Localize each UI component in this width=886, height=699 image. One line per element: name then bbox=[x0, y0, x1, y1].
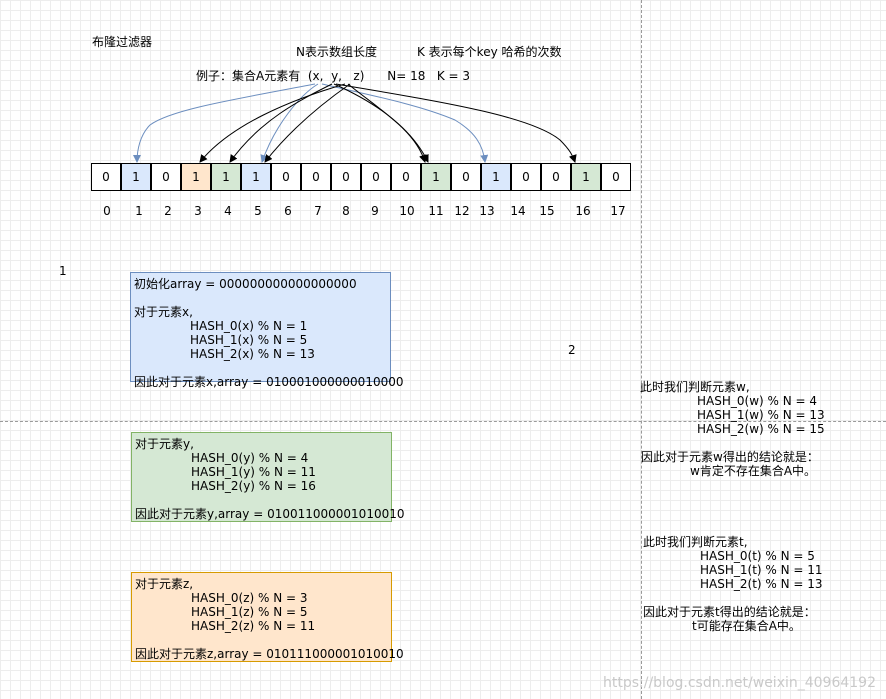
bit-index-12: 12 bbox=[454, 204, 470, 218]
note_w-line-2: HASH_1(w) % N = 13 bbox=[697, 408, 825, 422]
note_w-line-6: w肯定不存在集合A中。 bbox=[690, 464, 817, 478]
note_w-line-1: HASH_0(w) % N = 4 bbox=[697, 394, 818, 408]
box_y-line-0: 对于元素y, bbox=[135, 437, 194, 451]
bit-cell-11: 1 bbox=[421, 163, 451, 191]
watermark: https://blog.csdn.net/weixin_40964192 bbox=[602, 675, 876, 691]
box_x-line-4: HASH_1(x) % N = 5 bbox=[190, 333, 308, 347]
box_x-line-5: HASH_2(x) % N = 13 bbox=[190, 347, 315, 361]
box_x-line-3: HASH_0(x) % N = 1 bbox=[190, 319, 308, 333]
arrow-z-to-11 bbox=[347, 83, 427, 163]
box_x-line-0: 初始化array = 000000000000000000 bbox=[134, 277, 357, 291]
page-break-vertical bbox=[641, 0, 642, 699]
note_t-line-1: HASH_0(t) % N = 5 bbox=[700, 549, 815, 563]
box_y-line-1: HASH_0(y) % N = 4 bbox=[191, 451, 309, 465]
arrow-z-to-3 bbox=[199, 83, 346, 163]
diagram-title: 布隆过滤器 bbox=[92, 35, 153, 49]
note_w-line-0: 此时我们判断元素w, bbox=[640, 380, 750, 394]
bit-index-17: 17 bbox=[610, 204, 626, 218]
arrow-x-to-5 bbox=[260, 83, 319, 163]
bit-cell-8: 0 bbox=[331, 163, 361, 191]
legend-k: K 表示每个key 哈希的次数 bbox=[417, 45, 562, 59]
box_y-line-2: HASH_1(y) % N = 11 bbox=[191, 465, 316, 479]
bit-index-1: 1 bbox=[135, 204, 143, 218]
bit-cell-15: 0 bbox=[541, 163, 571, 191]
example-text: 例子：集合A元素有 (x, y, z) N= 18 K = 3 bbox=[196, 69, 471, 83]
bit-cell-4: 1 bbox=[211, 163, 241, 191]
note_t-line-2: HASH_1(t) % N = 11 bbox=[700, 563, 823, 577]
note_w-line-3: HASH_2(w) % N = 15 bbox=[697, 422, 825, 436]
arrow-x-to-1 bbox=[133, 83, 316, 163]
note_t-line-3: HASH_2(t) % N = 13 bbox=[700, 577, 823, 591]
box_z-line-0: 对于元素z, bbox=[135, 577, 194, 591]
bit-cell-7: 0 bbox=[301, 163, 331, 191]
bit-cell-17: 0 bbox=[601, 163, 631, 191]
note_t-line-0: 此时我们判断元素t, bbox=[643, 535, 748, 549]
bit-cell-10: 0 bbox=[391, 163, 421, 191]
bit-index-4: 4 bbox=[224, 204, 232, 218]
bit-cell-3: 1 bbox=[181, 163, 211, 191]
bit-cell-16: 1 bbox=[571, 163, 601, 191]
box_z-line-3: HASH_2(z) % N = 11 bbox=[191, 619, 316, 633]
box_y-line-5: 因此对于元素y,array = 010011000001010010 bbox=[135, 507, 405, 521]
arrow-y-to-4 bbox=[229, 83, 333, 163]
bit-index-15: 15 bbox=[539, 204, 555, 218]
bit-index-13: 13 bbox=[479, 204, 495, 218]
bit-index-14: 14 bbox=[510, 204, 526, 218]
box_z-line-5: 因此对于元素z,array = 010111000001010010 bbox=[135, 647, 404, 661]
legend-n: N表示数组长度 bbox=[296, 45, 377, 59]
box_z-line-1: HASH_0(z) % N = 3 bbox=[191, 591, 308, 605]
bit-cell-9: 0 bbox=[361, 163, 391, 191]
bit-index-11: 11 bbox=[428, 204, 444, 218]
note_t-line-6: t可能存在集合A中。 bbox=[692, 619, 801, 633]
bit-cell-0: 0 bbox=[91, 163, 121, 191]
bit-cell-5: 1 bbox=[241, 163, 271, 191]
box_y-line-3: HASH_2(y) % N = 16 bbox=[191, 479, 316, 493]
bit-index-2: 2 bbox=[164, 204, 172, 218]
page-mark-2: 2 bbox=[568, 343, 576, 357]
note_w-line-5: 因此对于元素w得出的结论就是： bbox=[641, 450, 819, 464]
bit-index-0: 0 bbox=[103, 204, 111, 218]
bit-cell-13: 1 bbox=[481, 163, 511, 191]
arrow-y-to-11 bbox=[333, 83, 429, 163]
bit-index-16: 16 bbox=[575, 204, 591, 218]
arrow-z-to-5 bbox=[264, 83, 351, 163]
bit-cell-1: 1 bbox=[121, 163, 151, 191]
arrow-y-to-16 bbox=[335, 83, 577, 163]
bit-cell-6: 0 bbox=[271, 163, 301, 191]
bit-index-3: 3 bbox=[194, 204, 202, 218]
bit-index-8: 8 bbox=[342, 204, 350, 218]
bit-index-7: 7 bbox=[314, 204, 322, 218]
page-break-horizontal bbox=[0, 421, 886, 422]
bit-index-5: 5 bbox=[254, 204, 262, 218]
box_z-line-2: HASH_1(z) % N = 5 bbox=[191, 605, 308, 619]
note_t-line-5: 因此对于元素t得出的结论就是： bbox=[643, 605, 816, 619]
box_x-line-7: 因此对于元素x,array = 010001000000010000 bbox=[134, 375, 404, 389]
bit-index-10: 10 bbox=[399, 204, 415, 218]
bit-cell-12: 0 bbox=[451, 163, 481, 191]
bit-cell-14: 0 bbox=[511, 163, 541, 191]
box_x-line-2: 对于元素x, bbox=[134, 305, 193, 319]
bit-cell-2: 0 bbox=[151, 163, 181, 191]
bit-index-6: 6 bbox=[284, 204, 292, 218]
bit-index-9: 9 bbox=[371, 204, 379, 218]
page-mark-1: 1 bbox=[59, 264, 67, 278]
